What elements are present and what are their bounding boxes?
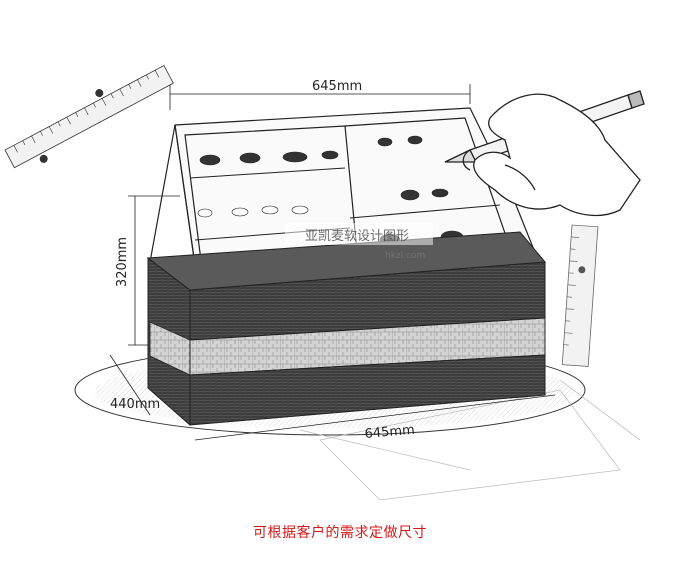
background-sketch-lines (299, 379, 641, 501)
watermark-text: 亚凯麦软设计图形 (305, 229, 409, 244)
ruler-right (561, 224, 599, 367)
dimension-label-bottom: 645mm (364, 423, 415, 442)
dimension-label-depth: 440mm (110, 397, 160, 412)
watermark-url: hkzl.com (385, 251, 425, 261)
watermark: 亚凯麦软设计图形 hkzl.com (285, 223, 433, 261)
ruler-left (4, 64, 174, 169)
dimension-label-top: 645mm (312, 79, 362, 94)
display-case-cabinet (146, 231, 547, 427)
dimension-label-height: 320mm (115, 237, 130, 287)
hand-with-pencil (444, 90, 645, 217)
dimension-depth (109, 354, 151, 416)
dimension-top-width (169, 84, 471, 110)
caption-text: 可根据客户的需求定做尺寸 (253, 525, 427, 541)
dimension-bottom-width (194, 394, 556, 441)
